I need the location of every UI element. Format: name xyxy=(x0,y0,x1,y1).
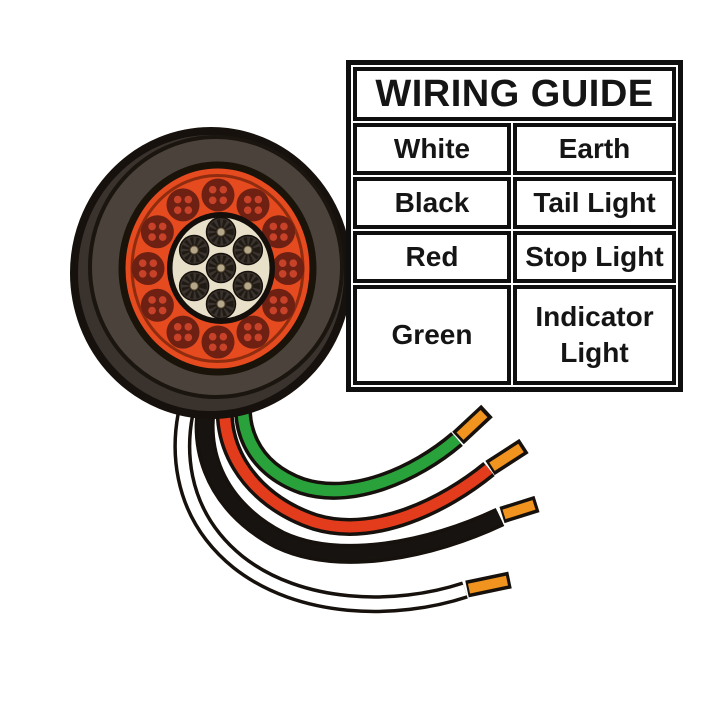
led-ring xyxy=(131,178,305,359)
wiring-guide-table: WIRING GUIDE White Earth Black Tail Ligh… xyxy=(346,60,683,392)
wire-black-core xyxy=(198,375,503,561)
wire-black xyxy=(194,374,540,564)
connector-pin xyxy=(205,252,237,284)
led-cluster xyxy=(262,288,296,322)
led-cluster xyxy=(201,325,235,359)
led-cluster xyxy=(166,188,200,222)
led-cluster xyxy=(140,215,174,249)
function-cell: Tail Light xyxy=(513,177,676,229)
wire-color-cell: Green xyxy=(353,285,511,385)
led-cluster xyxy=(236,188,270,222)
led-cluster xyxy=(131,252,165,285)
guide-row-red: Red Stop Light xyxy=(353,231,676,283)
connector-pins xyxy=(178,216,264,320)
wire-red xyxy=(215,375,529,536)
wire-green xyxy=(234,375,493,500)
connector-pin xyxy=(205,216,237,248)
wire-red-tip xyxy=(489,443,524,471)
wire-red-core xyxy=(219,376,493,533)
led-cluster xyxy=(236,315,270,349)
wire-white-tip xyxy=(467,575,509,594)
wire-color-cell: Red xyxy=(353,231,511,283)
guide-row-black: Black Tail Light xyxy=(353,177,676,229)
guide-title: WIRING GUIDE xyxy=(353,67,676,121)
function-cell: Stop Light xyxy=(513,231,676,283)
connector-pin xyxy=(232,234,264,266)
wire-white-core xyxy=(176,376,467,610)
connector-pin xyxy=(205,288,237,320)
connector-pin xyxy=(232,270,264,302)
guide-row-green: Green Indicator Light xyxy=(353,285,676,385)
connector-pin xyxy=(178,234,210,266)
led-cluster xyxy=(201,178,235,212)
wire-black-tip xyxy=(502,500,536,520)
wire-white xyxy=(173,374,512,614)
led-cluster xyxy=(140,288,174,322)
wire-green-tip xyxy=(456,409,488,440)
led-cluster xyxy=(166,315,200,349)
function-cell: Earth xyxy=(513,123,676,175)
lamp-body xyxy=(70,127,352,419)
wire-color-cell: Black xyxy=(353,177,511,229)
led-cluster xyxy=(262,215,296,249)
led-cluster xyxy=(271,252,305,285)
guide-header-row: WIRING GUIDE xyxy=(353,67,676,121)
wire-green-core xyxy=(237,376,461,497)
connector-pin xyxy=(178,270,210,302)
guide-row-white: White Earth xyxy=(353,123,676,175)
wire-color-cell: White xyxy=(353,123,511,175)
function-cell: Indicator Light xyxy=(513,285,676,385)
